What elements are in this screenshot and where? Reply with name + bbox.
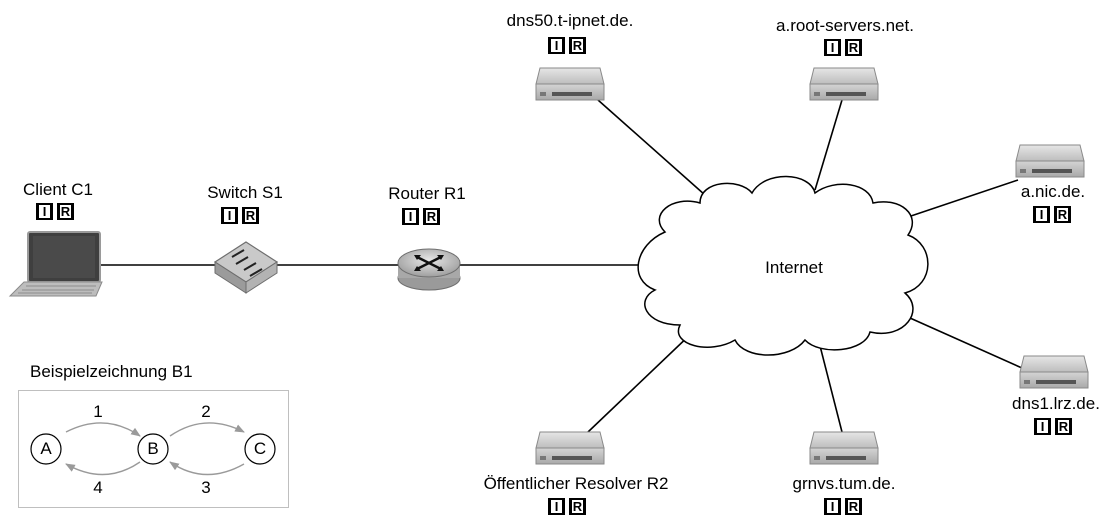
legend-title: Beispielzeichnung B1 [30, 362, 193, 381]
server-icon-aroot [809, 67, 879, 101]
legend-node-b-label: B [147, 439, 159, 458]
link-resolver [587, 329, 696, 433]
legend-node-a-label: A [40, 439, 52, 458]
router-label: Router R1 [388, 184, 466, 203]
grnvs-ir-badges: I R [824, 498, 862, 515]
server-icon-anic [1015, 144, 1085, 178]
iterative-badge: I [548, 37, 565, 54]
laptop-icon [8, 231, 103, 297]
legend-node-b [137, 433, 169, 465]
recursive-badge: R [423, 208, 440, 225]
recursive-badge: R [569, 498, 586, 515]
legend-diagram [30, 422, 276, 476]
iterative-badge: I [402, 208, 419, 225]
link-anic [904, 179, 1019, 219]
legend-arrow-1-label: 1 [93, 402, 103, 421]
dns50-label: dns50.t-ipnet.de. [506, 11, 634, 30]
legend-node-a [30, 433, 62, 465]
link-dns1lrz [909, 317, 1023, 369]
router-icon [397, 248, 461, 291]
router-ir-badges: I R [402, 208, 440, 225]
anic-ir-badges: I R [1033, 206, 1071, 223]
iterative-badge: I [824, 39, 841, 56]
legend-arrow-4-label: 4 [93, 478, 103, 497]
anic-label: a.nic.de. [1020, 182, 1086, 201]
legend-arrow-3-label: 3 [201, 478, 211, 497]
recursive-badge: R [569, 37, 586, 54]
legend-arrow-3 [169, 461, 245, 476]
iterative-badge: I [36, 203, 53, 220]
legend-arrow-1 [65, 422, 141, 437]
legend-arrow-2 [169, 422, 245, 437]
server-icon-grnvs [809, 431, 879, 465]
switch-icon [213, 241, 279, 294]
grnvs-label: grnvs.tum.de. [792, 474, 896, 493]
server-icon-dns1lrz [1019, 355, 1089, 389]
internet-label: Internet [765, 258, 823, 277]
iterative-badge: I [824, 498, 841, 515]
client-label: Client C1 [23, 180, 93, 199]
recursive-badge: R [1055, 418, 1072, 435]
iterative-badge: I [1033, 206, 1050, 223]
legend-node-c-label: C [253, 439, 267, 458]
links [100, 99, 1023, 433]
resolver-label: Öffentlicher Resolver R2 [483, 474, 669, 493]
recursive-badge: R [1054, 206, 1071, 223]
legend-node-c [244, 433, 276, 465]
aroot-ir-badges: I R [824, 39, 862, 56]
server-icon-resolver [535, 431, 605, 465]
client-ir-badges: I R [36, 203, 74, 220]
internet-cloud-icon [637, 175, 929, 356]
legend-frame [18, 390, 289, 508]
recursive-badge: R [845, 39, 862, 56]
iterative-badge: I [221, 207, 238, 224]
switch-label: Switch S1 [207, 183, 283, 202]
dns1lrz-ir-badges: I R [1034, 418, 1072, 435]
recursive-badge: R [57, 203, 74, 220]
recursive-badge: R [845, 498, 862, 515]
resolver-ir-badges: I R [548, 498, 586, 515]
recursive-badge: R [242, 207, 259, 224]
link-aroot [814, 99, 843, 191]
aroot-label: a.root-servers.net. [776, 16, 914, 35]
dns50-ir-badges: I R [548, 37, 586, 54]
legend-arrow-2-label: 2 [201, 402, 211, 421]
legend-arrow-4 [65, 461, 141, 476]
iterative-badge: I [1034, 418, 1051, 435]
server-icon-dns50 [535, 67, 605, 101]
iterative-badge: I [548, 498, 565, 515]
link-dns50 [597, 99, 706, 196]
link-grnvs [817, 337, 843, 433]
dns1lrz-label: dns1.lrz.de. [1012, 394, 1100, 413]
switch-ir-badges: I R [221, 207, 259, 224]
